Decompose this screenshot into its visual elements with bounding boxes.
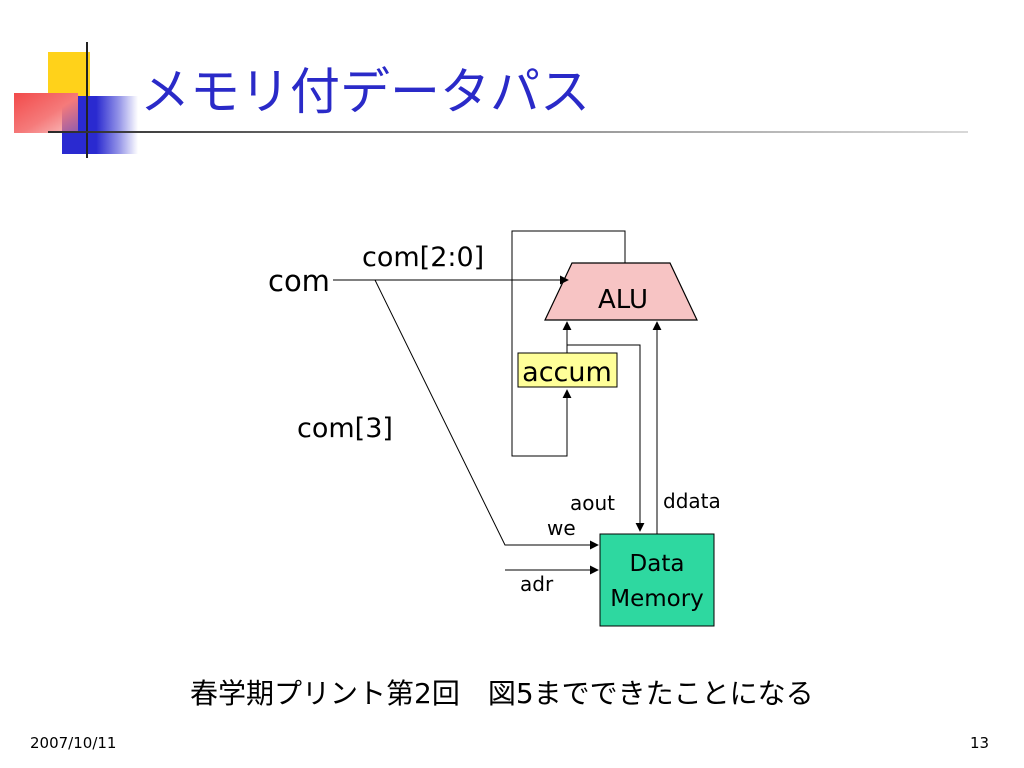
data-memory-block — [599, 533, 715, 627]
logo-yellow-square — [48, 52, 90, 96]
alu-block — [544, 262, 698, 321]
com-3-wire — [374, 279, 599, 550]
page-title: メモリ付データパス — [140, 63, 590, 121]
data-memory-label-line1: Data — [630, 551, 685, 577]
ddata-label: ddata — [663, 489, 721, 513]
data-memory-label-line2: Memory — [610, 586, 704, 612]
page-number: 13 — [970, 734, 990, 752]
com-3-label: com[3] — [297, 413, 393, 444]
logo-decoration — [0, 0, 140, 160]
accum-block — [517, 352, 618, 388]
title-divider — [48, 131, 968, 133]
aout-wire — [567, 344, 645, 532]
aout-label: aout — [570, 491, 615, 515]
alu-label: ALU — [598, 285, 648, 315]
we-label: we — [547, 516, 576, 540]
logo-red-square — [14, 93, 78, 133]
com-label: com — [268, 264, 330, 298]
adr-label: adr — [520, 572, 554, 596]
slide-caption: 春学期プリント第2回 図5までできたことになる — [190, 677, 814, 710]
logo-vertical-line — [86, 42, 88, 158]
accum-label: accum — [522, 357, 612, 388]
footer-date: 2007/10/11 — [30, 734, 117, 752]
alu-feedback-wire — [511, 230, 626, 457]
com-2-0-label: com[2:0] — [362, 242, 484, 273]
